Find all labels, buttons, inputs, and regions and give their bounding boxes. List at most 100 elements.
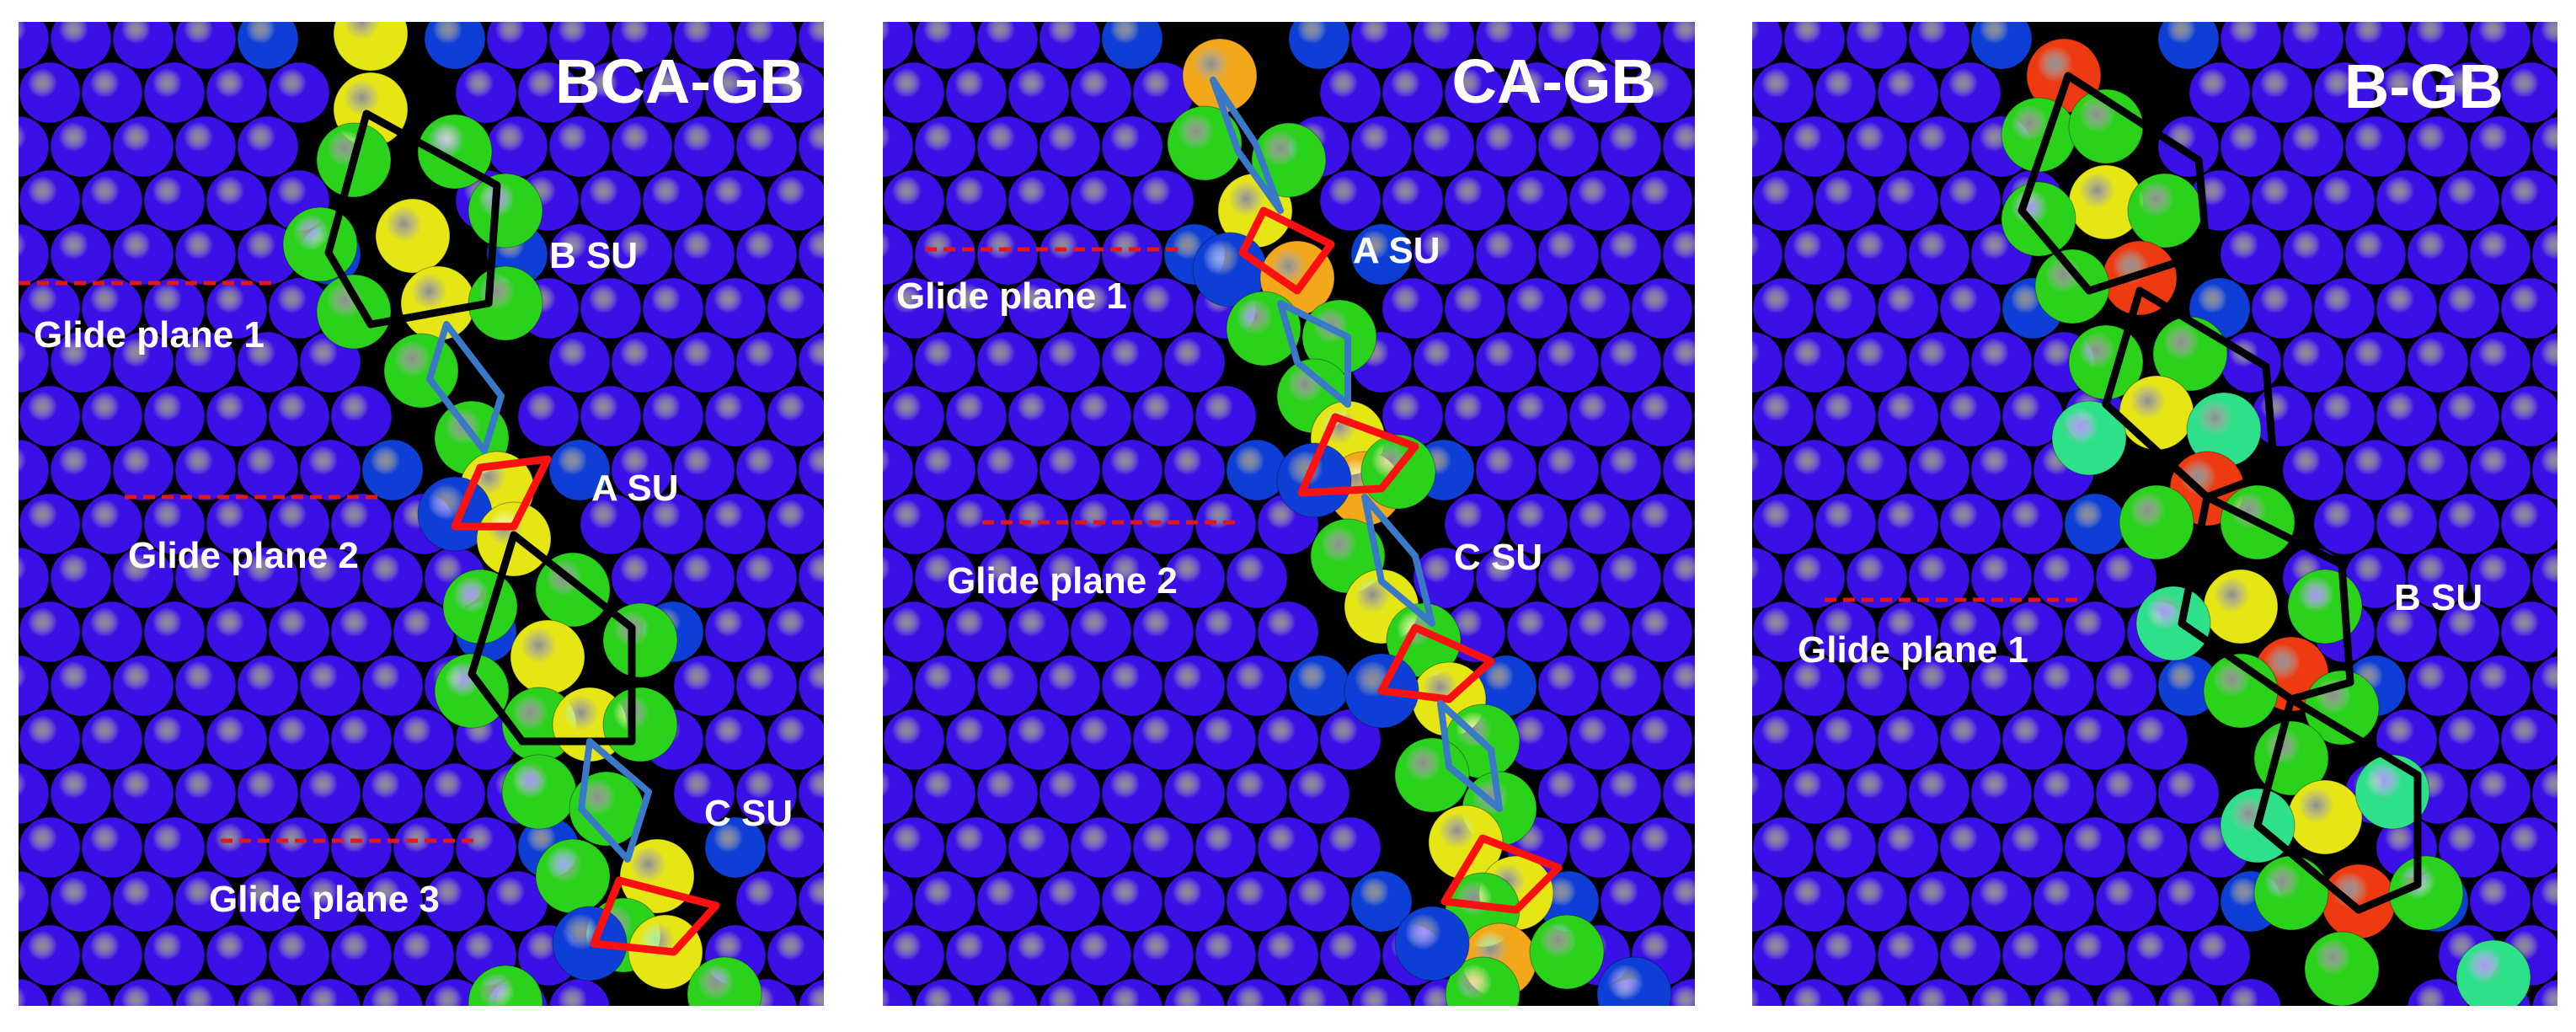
lattice-atom — [1939, 61, 2001, 124]
lattice-atom — [268, 61, 330, 124]
boundary-atom — [535, 838, 611, 914]
lattice-atom — [1693, 83, 1695, 102]
lattice-atom — [330, 924, 393, 987]
lattice-atom — [1970, 762, 2033, 825]
lattice-atom — [2033, 547, 2095, 609]
lattice-atom — [1600, 223, 1662, 286]
lattice-atom — [704, 169, 767, 232]
lattice-atom — [580, 277, 642, 340]
lattice-atom — [19, 22, 50, 70]
lattice-atom — [548, 439, 611, 501]
lattice-atom — [2407, 223, 2469, 286]
lattice-atom — [143, 277, 206, 340]
lattice-atom — [1319, 816, 1382, 879]
lattice-atom — [1007, 816, 1070, 879]
lattice-atom — [2064, 708, 2126, 771]
lattice-atom — [1752, 115, 1783, 178]
lattice-atom — [1970, 655, 2033, 717]
lattice-atom — [883, 816, 945, 879]
boundary-atom — [1276, 442, 1352, 518]
boundary-atom — [442, 569, 518, 644]
lattice-atom — [735, 870, 798, 933]
lattice-atom — [2469, 331, 2531, 393]
lattice-atom — [2376, 61, 2438, 124]
lattice-atom — [1070, 277, 1132, 340]
lattice-atom — [1444, 169, 1506, 232]
lattice-atom — [2157, 978, 2220, 1006]
lattice-atom — [1877, 61, 1939, 124]
lattice-atom — [1752, 439, 1783, 501]
lattice-atom — [2469, 439, 2531, 501]
lattice-atom — [1257, 816, 1319, 879]
boundary-atom — [400, 265, 476, 341]
lattice-atom — [673, 223, 735, 286]
lattice-atom — [2469, 762, 2531, 825]
lattice-atom — [112, 331, 174, 393]
lattice-atom — [798, 655, 824, 716]
lattice-atom — [1382, 169, 1444, 232]
boundary-atom — [1167, 105, 1243, 181]
lattice-atom — [1194, 601, 1257, 663]
su-label-b: B SU — [2394, 577, 2482, 618]
lattice-atom — [81, 924, 143, 987]
lattice-atom — [704, 708, 767, 771]
lattice-atom — [1444, 277, 1506, 340]
lattice-atom — [2220, 223, 2282, 286]
lattice-atom — [2531, 979, 2557, 1006]
lattice-atom — [1600, 22, 1662, 70]
lattice-atom — [1101, 439, 1163, 501]
lattice-atom — [50, 115, 112, 178]
lattice-atom — [1226, 547, 1288, 609]
lattice-atom — [798, 116, 824, 177]
lattice-atom — [1039, 762, 1101, 825]
lattice-atom — [330, 601, 393, 663]
lattice-atom — [299, 547, 361, 609]
lattice-atom — [361, 439, 424, 501]
lattice-atom — [1226, 655, 1288, 717]
lattice-atom — [206, 708, 268, 771]
lattice-atom — [1070, 708, 1132, 771]
lattice-atom — [883, 169, 945, 232]
lattice-atom — [2157, 870, 2220, 933]
lattice-atom — [1537, 331, 1600, 393]
lattice-atom — [1662, 978, 1695, 1006]
lattice-atom — [767, 169, 824, 232]
lattice-atom — [1939, 493, 2001, 555]
lattice-atom — [330, 708, 393, 771]
lattice-atom — [798, 224, 824, 285]
lattice-atom — [1908, 547, 1970, 609]
lattice-atom — [945, 61, 1007, 124]
atom-lattice — [883, 22, 1695, 1006]
lattice-atom — [611, 547, 673, 609]
lattice-atom — [393, 816, 455, 879]
lattice-atom — [2157, 22, 2220, 70]
lattice-atom — [1662, 655, 1695, 717]
lattice-atom — [1537, 547, 1600, 609]
lattice-atom — [1163, 870, 1226, 933]
lattice-atom — [945, 816, 1007, 879]
lattice-atom — [1007, 385, 1070, 447]
lattice-atom — [914, 762, 976, 825]
lattice-atom — [2064, 816, 2126, 879]
rhombus — [1437, 700, 1503, 812]
lattice-atom — [112, 978, 174, 1006]
lattice-atom — [299, 439, 361, 501]
lattice-atom — [767, 924, 824, 987]
lattice-atom — [945, 708, 1007, 771]
lattice-atom — [268, 708, 330, 771]
lattice-atom — [50, 762, 112, 825]
lattice-atom — [50, 655, 112, 717]
c-su-rhombus — [1377, 623, 1495, 703]
lattice-atom — [735, 223, 798, 286]
lattice-atom — [704, 385, 767, 447]
su-label-c: C SU — [1454, 537, 1542, 578]
lattice-atom — [1070, 816, 1132, 879]
lattice-atom — [330, 493, 393, 555]
lattice-atom — [19, 708, 81, 771]
lattice-atom — [2313, 493, 2376, 555]
lattice-atom — [1752, 924, 1814, 987]
lattice-atom — [1752, 870, 1783, 933]
lattice-atom — [580, 169, 642, 232]
lattice-atom — [50, 439, 112, 501]
lattice-atom — [798, 871, 824, 932]
